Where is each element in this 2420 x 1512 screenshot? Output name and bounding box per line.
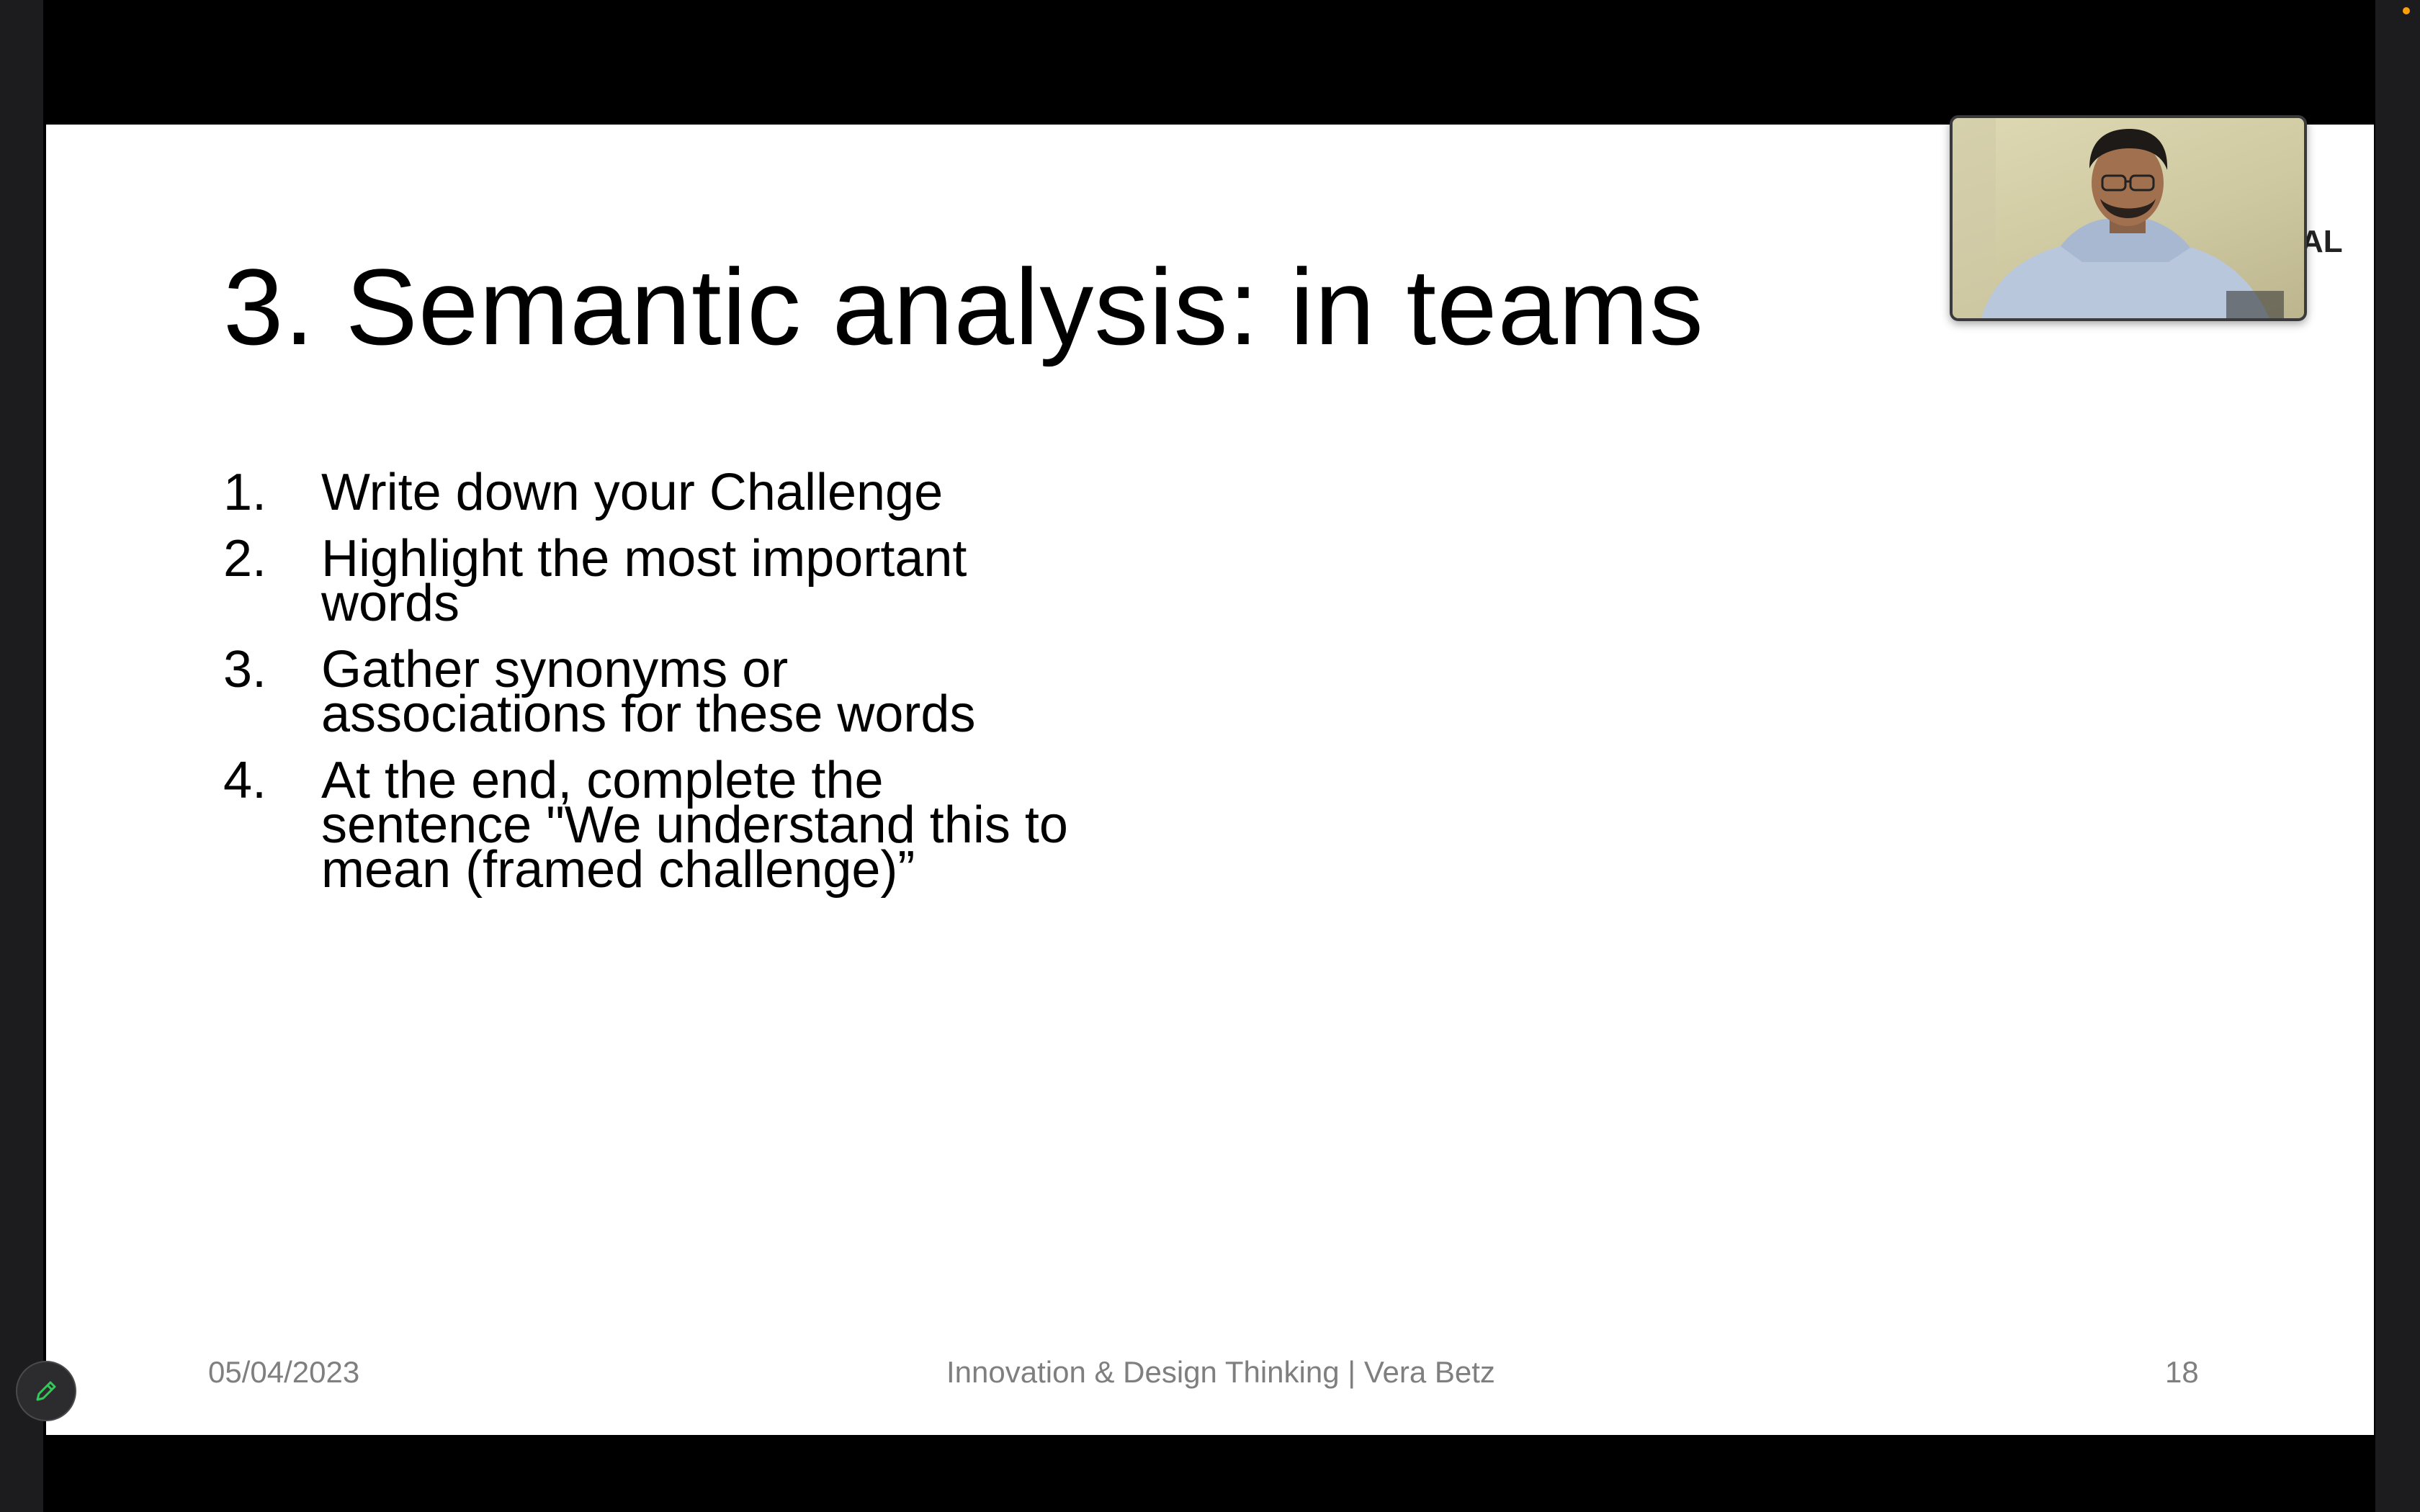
logo-fragment: AL bbox=[2300, 224, 2343, 259]
step-number: 1. bbox=[223, 464, 267, 521]
step-list: 1. Write down your Challenge 2. Highligh… bbox=[223, 464, 1088, 914]
participant-video-tile[interactable] bbox=[1950, 115, 2307, 321]
list-item: 3. Gather synonyms or associations for t… bbox=[223, 641, 1088, 743]
annotate-button[interactable] bbox=[16, 1361, 76, 1421]
step-number: 3. bbox=[223, 641, 267, 698]
pencil-icon bbox=[36, 1381, 56, 1401]
footer-presentation-info: Innovation & Design Thinking | Vera Betz bbox=[946, 1355, 1495, 1389]
step-text: Highlight the most important words bbox=[321, 530, 967, 632]
step-text: At the end, complete the sentence "We un… bbox=[321, 752, 1068, 899]
list-item: 1. Write down your Challenge bbox=[223, 464, 1088, 521]
list-item: 4. At the end, complete the sentence "We… bbox=[223, 752, 1088, 899]
step-text: Write down your Challenge bbox=[321, 464, 944, 521]
footer-date: 05/04/2023 bbox=[208, 1355, 360, 1389]
person-icon bbox=[1953, 118, 2284, 318]
recording-indicator bbox=[2403, 7, 2410, 14]
presentation-slide: 3. Semantic analysis: in teams 1. Write … bbox=[46, 125, 2374, 1435]
list-item: 2. Highlight the most important words bbox=[223, 530, 1088, 632]
step-number: 2. bbox=[223, 530, 267, 588]
step-text: Gather synonyms or associations for thes… bbox=[321, 641, 976, 743]
footer-page-number: 18 bbox=[2165, 1355, 2199, 1389]
slide-title: 3. Semantic analysis: in teams bbox=[223, 246, 1704, 367]
step-number: 4. bbox=[223, 752, 267, 809]
